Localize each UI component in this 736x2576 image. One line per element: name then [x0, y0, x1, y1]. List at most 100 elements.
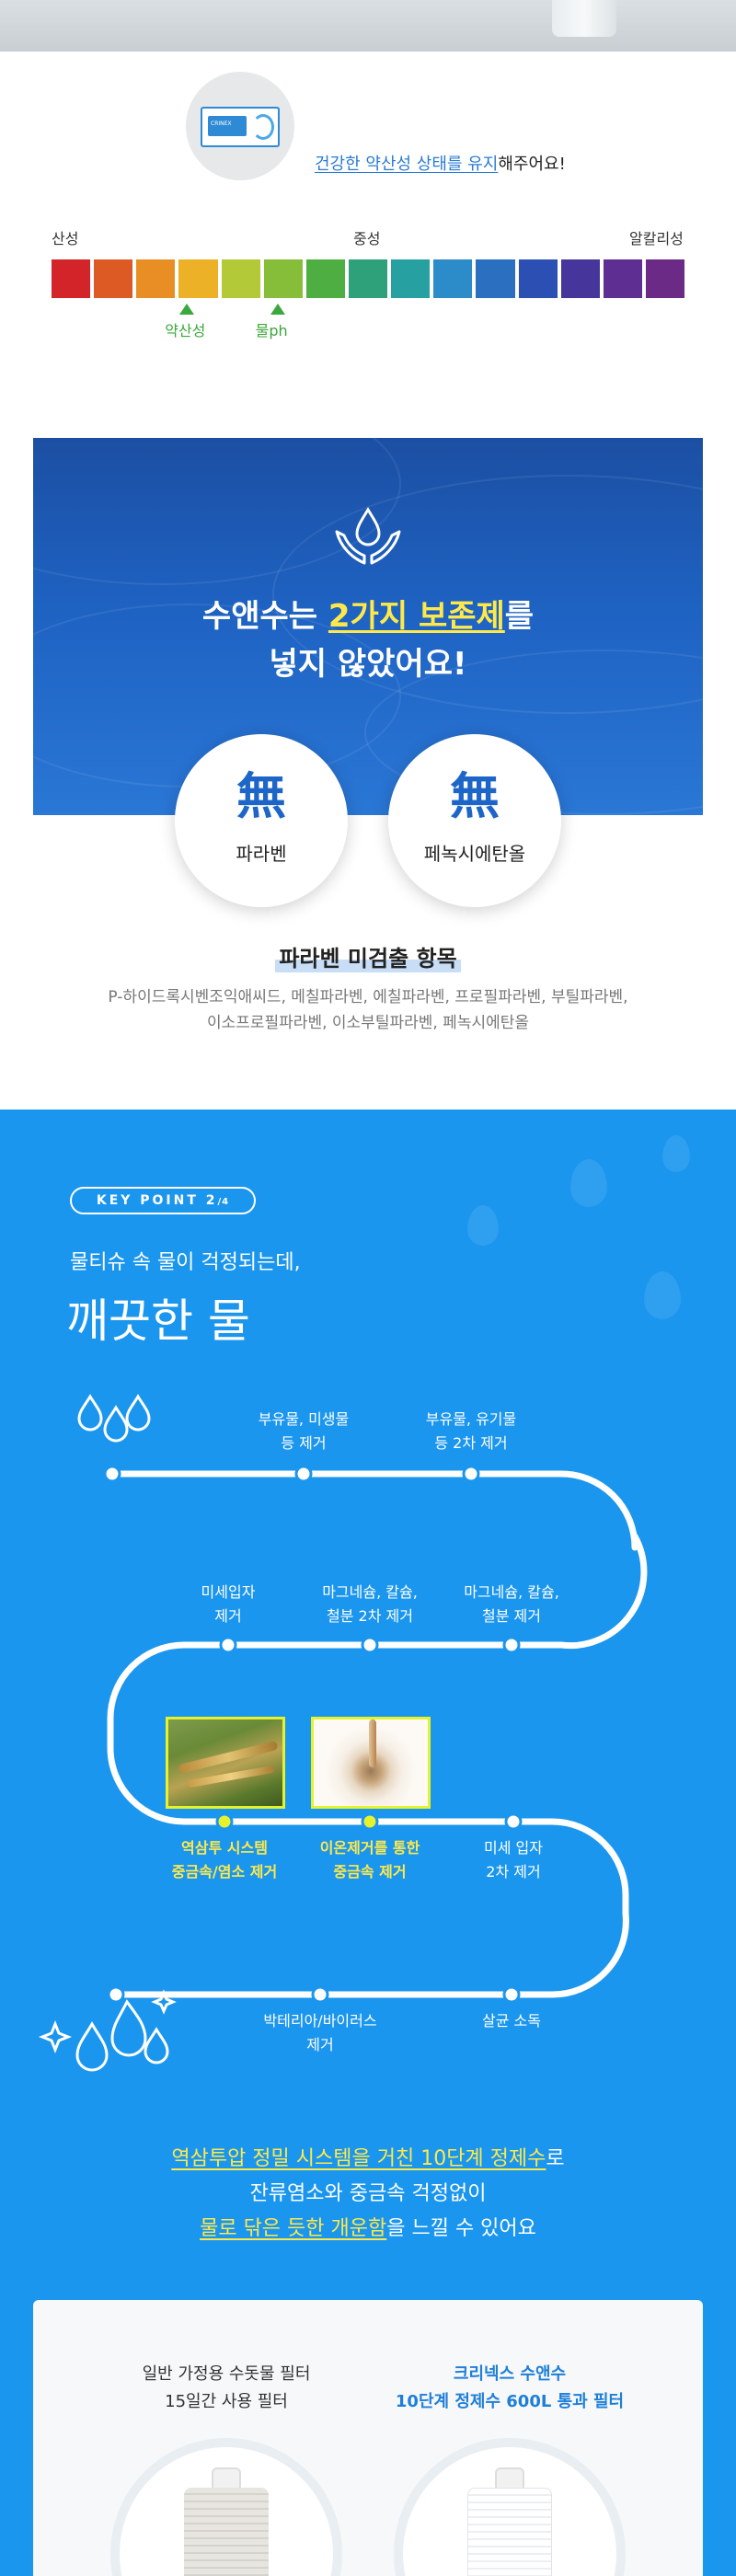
water-ph-marker-label: 물ph [255, 322, 288, 339]
result-rest-1: 로 [546, 2147, 565, 2170]
bottle-image [552, 0, 616, 37]
ph-headline: 건강한 약산성 상태를 유지해주어요! [315, 151, 566, 175]
water-ph-marker-arrow [270, 304, 285, 315]
weak-acid-marker-arrow [179, 304, 195, 315]
ph-scale-cell [178, 259, 218, 298]
step-line: 살균 소독 [482, 2012, 541, 2030]
step-line: 마그네슘, 칼슘, [464, 1583, 559, 1601]
ion-removal-photo [311, 1717, 431, 1809]
step-line: 마그네슘, 칼슘, [322, 1583, 418, 1601]
dirty-filter-cartridge [184, 2488, 269, 2576]
keypoint-title: 깨끗한 물 [66, 1294, 250, 1348]
step-line: 부유물, 유기물 [425, 1410, 517, 1428]
crinex-filter-caption: 크리넥스 수앤수 10단계 정제수 600L 통과 필터 [396, 2361, 624, 2416]
result-line3: 물로 닦은 듯한 개운함을 느낄 수 있어요 [0, 2212, 736, 2241]
ph-scale-cell [305, 259, 345, 298]
household-filter-caption: 일반 가정용 수돗물 필터 15일간 사용 필터 [143, 2361, 311, 2416]
hands-water-drop-icon [335, 507, 401, 565]
step-line: 이온제거를 통한 [319, 1839, 420, 1857]
preservative-title-line2: 넣지 않았어요! [269, 646, 467, 683]
title-prefix: 수앤수는 [201, 598, 328, 635]
step-line: 철분 2차 제거 [327, 1607, 413, 1625]
step-line: 미세 입자 [484, 1839, 543, 1857]
deco-drop [570, 1159, 607, 1207]
ph-scale-cell [560, 259, 600, 298]
pack-brand-text: CRINEX [211, 121, 232, 127]
wipes-pack-illustration: CRINEX [201, 107, 280, 147]
ph-scale-cell [94, 259, 133, 298]
step-line: 부유물, 미생물 [258, 1410, 350, 1428]
step-line: 2차 제거 [486, 1863, 541, 1880]
no-paraben-badge: 無 파라벤 [175, 734, 348, 907]
reverse-osmosis-photo [166, 1717, 285, 1809]
ph-headline-rest: 해주어요! [498, 155, 566, 174]
paraben-list-line2: 이소프로필파라벤, 이소부틸파라벤, 페녹시에탄올 [206, 1014, 530, 1032]
ph-scale-cell [518, 259, 558, 298]
top-product-image-strip [0, 0, 736, 52]
ph-section [0, 52, 736, 420]
title-highlight: 2가지 보존제 [328, 598, 505, 635]
deco-drop [644, 1271, 681, 1319]
water-drops-icon [77, 1394, 151, 1443]
step-line: 제거 [214, 1607, 242, 1625]
no-symbol: 無 [236, 767, 286, 825]
no-phenoxyethanol-label: 페녹시에탄올 [423, 843, 526, 865]
ph-headline-highlight: 건강한 약산성 상태를 유지 [315, 155, 499, 174]
ph-scale-cell [52, 259, 91, 298]
step-line: 제거 [306, 2036, 334, 2053]
product-pack-icon: CRINEX [186, 72, 294, 180]
ph-scale-cell [391, 259, 431, 298]
ph-label-neutral: 중성 [353, 230, 381, 247]
clean-filter-cartridge [467, 2488, 552, 2576]
result-highlight-3: 물로 닦은 듯한 개운함 [200, 2217, 387, 2240]
step-line: 미세입자 [201, 1583, 256, 1601]
step-line: 철분 제거 [482, 1607, 541, 1625]
no-symbol: 無 [450, 767, 500, 825]
ph-scale-cell [645, 259, 685, 298]
ph-scale-cell [348, 259, 388, 298]
caption-line: 10단계 정제수 600L 통과 필터 [395, 2392, 625, 2411]
ph-scale-cell [263, 259, 303, 298]
no-paraben-label: 파라벤 [236, 843, 287, 865]
ph-scale-cell [136, 259, 176, 298]
deco-drop [662, 1135, 690, 1172]
key-point-fraction: /4 [217, 1197, 230, 1207]
result-highlight-1: 역삼투압 정밀 시스템을 거친 10단계 정제수 [171, 2147, 546, 2170]
paraben-test-title-text: 파라벤 미검출 항목 [275, 940, 461, 972]
no-phenoxyethanol-badge: 無 페녹시에탄올 [388, 734, 561, 907]
result-line1: 역삼투압 정밀 시스템을 거친 10단계 정제수로 [0, 2142, 736, 2171]
keypoint-subtitle: 물티슈 속 물이 걱정되는데, [70, 1251, 301, 1274]
purification-process-path [38, 1394, 648, 2072]
step-10-text: 살균 소독 [482, 2009, 541, 2033]
pack-wave-mark [252, 114, 274, 140]
caption-line: 크리넥스 수앤수 [453, 2364, 567, 2384]
caption-line: 일반 가정용 수돗물 필터 [142, 2364, 311, 2384]
weak-acid-marker-label: 약산성 [165, 322, 206, 339]
paraben-list-line1: P-하이드록시벤조익애씨드, 메칠파라벤, 에칠파라벤, 프로필파라벤, 부틸파… [108, 988, 628, 1006]
step-line: 박테리아/바이러스 [263, 2012, 377, 2030]
result-rest-3: 을 느낄 수 있어요 [386, 2217, 536, 2240]
ph-scale-cell [603, 259, 642, 298]
key-point-badge: KEY POINT 2/4 [70, 1187, 256, 1214]
ph-label-acid: 산성 [52, 230, 79, 247]
step-4-text: 마그네슘, 칼슘, 철분 2차 제거 [322, 1581, 418, 1628]
ph-scale-cell [221, 259, 260, 298]
step-line: 등 제거 [281, 1434, 327, 1452]
ph-color-scale [52, 259, 685, 298]
preservative-title-line1: 수앤수는 2가지 보존제를 [0, 591, 736, 636]
step-line: 역삼투 시스템 [181, 1839, 268, 1857]
ph-scale-cell [433, 259, 473, 298]
step-line: 중금속 제거 [333, 1863, 407, 1880]
ph-label-alkaline: 알칼리성 [629, 230, 684, 247]
step-8-text: 미세 입자 2차 제거 [484, 1836, 543, 1884]
deco-drop [467, 1205, 499, 1246]
preservative-banner [33, 438, 703, 815]
sparkle-drops-icon [38, 1989, 177, 2072]
caption-line: 15일간 사용 필터 [165, 2392, 288, 2411]
